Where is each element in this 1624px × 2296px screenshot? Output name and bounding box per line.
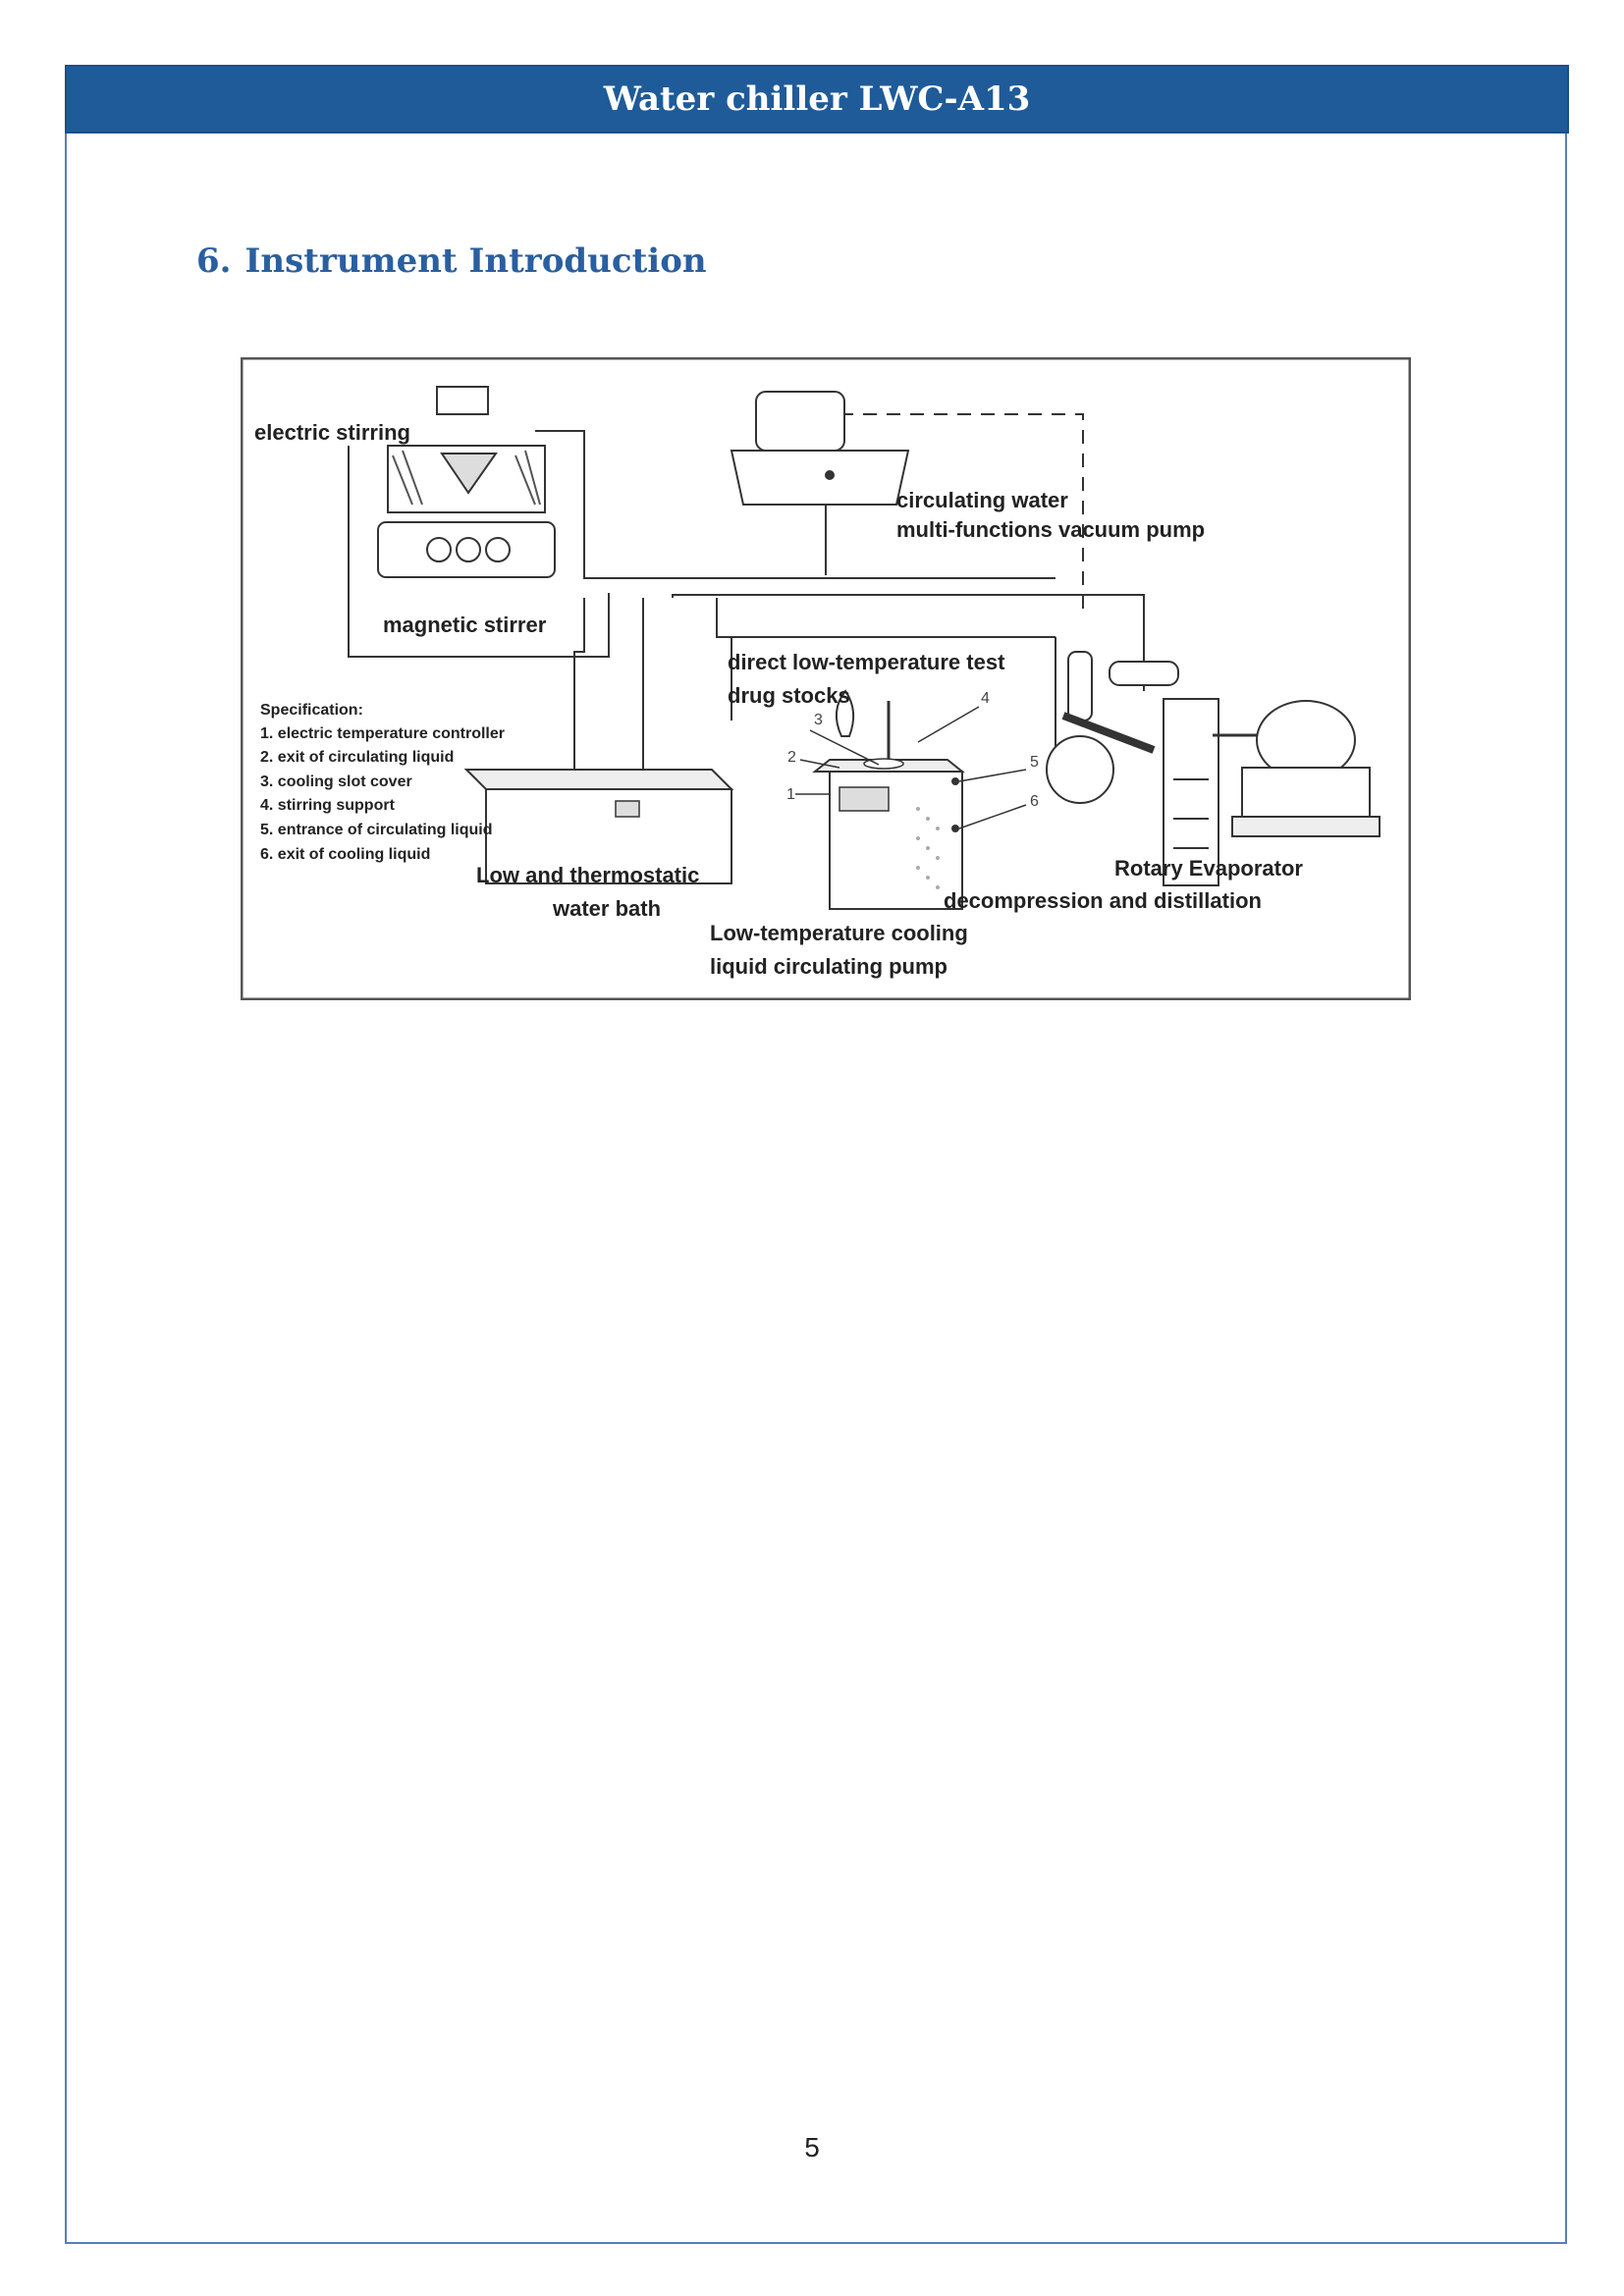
vacuum-pump-drawing [730,391,910,506]
callout-number-2: 2 [787,749,796,766]
diagram-svg: electric stirring magnetic stirrer circu… [241,357,1411,1000]
section-title: Instrument Introduction [244,241,707,281]
label-low-thermostatic: Low and thermostatic [476,863,699,887]
label-decompression-distillation: decompression and distillation [944,888,1262,913]
spec-item-2: 2. exit of circulating liquid [260,749,454,766]
document-title: Water chiller LWC-A13 [603,80,1031,119]
label-low-temp-cooling: Low-temperature cooling [710,921,968,945]
rotary-evaporator-drawing [1046,651,1380,886]
spec-item-4: 4. stirring support [260,797,396,814]
section-number: 6. [196,241,232,281]
label-rotary-evaporator: Rotary Evaporator [1114,856,1303,881]
spec-item-1: 1. electric temperature controller [260,725,505,742]
water-bath-drawing [463,769,734,884]
label-liquid-circulating-pump: liquid circulating pump [710,954,947,979]
label-drug-stocks: drug stocks [728,683,850,708]
label-magnetic-stirrer: magnetic stirrer [383,613,547,637]
instrument-diagram: electric stirring magnetic stirrer circu… [241,357,1411,1000]
label-electric-stirring: electric stirring [254,420,410,445]
callout-number-1: 1 [786,786,795,803]
label-water-bath: water bath [552,896,661,921]
callout-number-3: 3 [814,712,823,728]
magnetic-stirrer-drawing [377,386,556,578]
section-heading: 6. Instrument Introduction [196,241,707,281]
cooling-pump-drawing [795,689,1027,910]
callout-number-4: 4 [981,690,990,707]
page-number: 5 [804,2132,820,2163]
callout-number-6: 6 [1030,793,1039,810]
label-direct-low-temperature: direct low-temperature test [728,650,1005,674]
callout-number-5: 5 [1030,754,1039,771]
spec-item-5: 5. entrance of circulating liquid [260,822,492,838]
spec-item-6: 6. exit of cooling liquid [260,846,430,863]
label-circulating-water: circulating water [896,488,1068,512]
spec-item-3: 3. cooling slot cover [260,774,412,790]
spec-title: Specification: [260,702,363,719]
vacuum-dashed-line [839,413,1084,611]
document-header: Water chiller LWC-A13 [65,65,1569,133]
label-vacuum-pump: multi-functions vacuum pump [896,517,1205,542]
